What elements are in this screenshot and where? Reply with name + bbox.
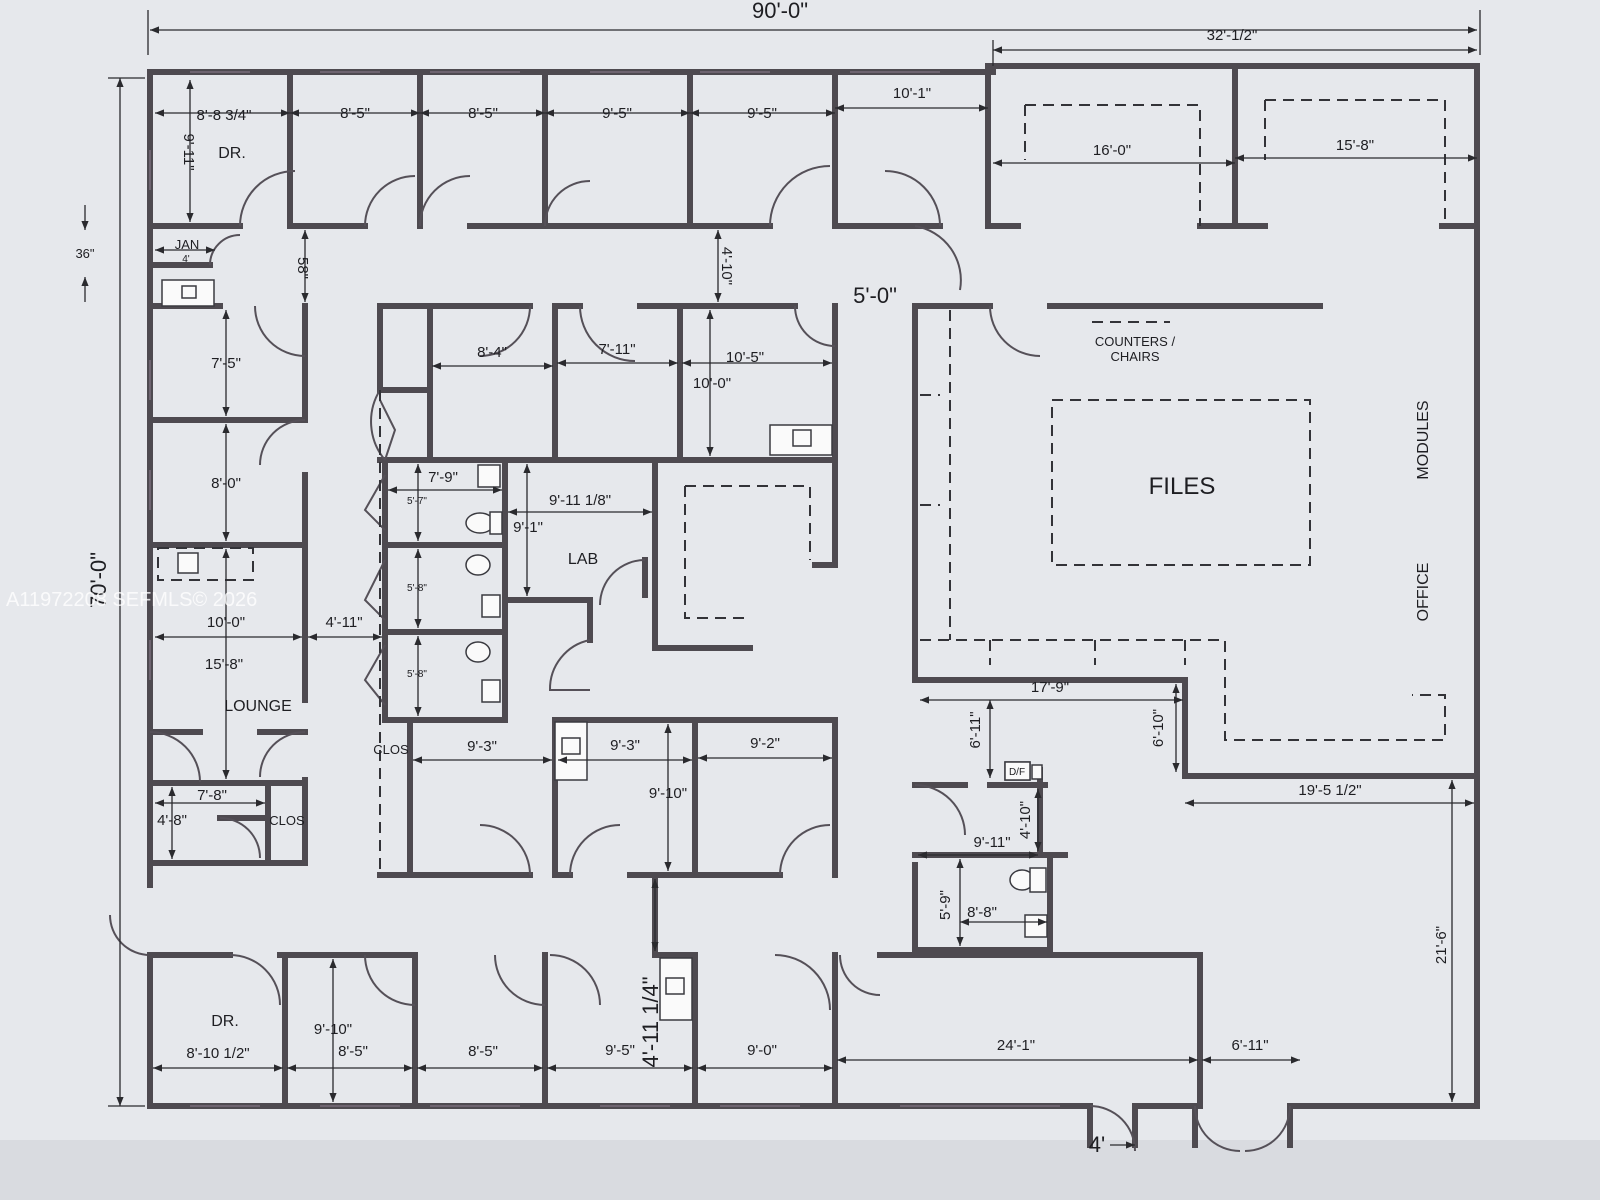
dim-bot-6: 24'-1" bbox=[997, 1037, 1035, 1054]
dim-small-d: 4'-8" bbox=[157, 812, 187, 829]
right-wing-dashed bbox=[920, 99, 1446, 741]
dim-corridor-58: 58" bbox=[294, 257, 311, 279]
left-column-doors bbox=[109, 305, 306, 956]
dim-top-1: 8'-8 3/4" bbox=[197, 107, 252, 124]
dim-bot-7: 6'-11" bbox=[1231, 1037, 1268, 1054]
dim-corridor-410: 4'-10" bbox=[718, 247, 735, 285]
right-wing-walls bbox=[912, 303, 1480, 953]
dim-lounge-d: 15'-8" bbox=[205, 656, 243, 673]
dim-right-a: 16'-0" bbox=[1093, 142, 1131, 159]
room-office: OFFICE bbox=[1415, 563, 1432, 622]
dim-low-depth: 9'-10" bbox=[649, 785, 687, 802]
dim-lab-w: 9'-11 1/8" bbox=[549, 492, 611, 509]
dim-r-179: 17'-9" bbox=[1031, 679, 1069, 696]
dim-r-611: 6'-11" bbox=[967, 711, 984, 748]
room-jan: JAN bbox=[175, 237, 200, 252]
room-dr-top: DR. bbox=[218, 145, 246, 162]
dim-low-1: 9'-3" bbox=[467, 738, 497, 755]
dim-room-75: 7'-5" bbox=[211, 355, 241, 372]
top-row-doors bbox=[209, 165, 941, 266]
dim-bot-4: 9'-5" bbox=[605, 1042, 635, 1059]
room-lab: LAB bbox=[568, 551, 598, 568]
dim-corridor-50: 5'-0" bbox=[853, 283, 897, 308]
room-df: D/F bbox=[1009, 767, 1025, 778]
dim-door-4: 4' bbox=[1089, 1132, 1105, 1157]
dim-top-5: 9'-5" bbox=[747, 105, 777, 122]
dim-r-59: 5'-9" bbox=[937, 890, 954, 920]
dim-r-216: 21'-6" bbox=[1433, 926, 1450, 964]
toilet-3 bbox=[465, 641, 501, 703]
dim-room-80: 8'-0" bbox=[211, 475, 241, 492]
dim-top-2: 8'-5" bbox=[340, 105, 370, 122]
right-wing-doors bbox=[914, 225, 1041, 836]
middle-block-doors bbox=[363, 305, 836, 876]
watermark: A11972208 SEFMLS© 2026 bbox=[6, 589, 257, 611]
room-labels: DR. JAN 4' LAB LOUNGE CLOS CLOS DR. FILE… bbox=[175, 145, 1432, 1030]
dim-bot-5: 9'-0" bbox=[747, 1042, 777, 1059]
toilet-2 bbox=[465, 554, 501, 618]
dim-mid-1: 8'-4" bbox=[477, 344, 507, 361]
dim-bot-corridor: 4'-11 1/4" bbox=[638, 976, 663, 1067]
sink-janitor bbox=[161, 279, 215, 307]
top-row-walls bbox=[147, 63, 1480, 268]
dim-lounge-w: 10'-0" bbox=[207, 614, 245, 631]
dim-rest-w: 7'-9" bbox=[428, 469, 458, 486]
dim-top-6: 10'-1" bbox=[893, 85, 931, 102]
paper-shadow bbox=[0, 1140, 1600, 1200]
dim-dr-depth: 9'-11" bbox=[180, 133, 197, 170]
dimension-labels: 90'-0" 32'-1/2" 70'-0" 36" 8'-8 3/4" 8'-… bbox=[75, 0, 1450, 1157]
sink-office bbox=[769, 424, 833, 456]
dim-bot-2: 8'-5" bbox=[338, 1043, 368, 1060]
df-box bbox=[1004, 761, 1031, 781]
dim-top-3: 8'-5" bbox=[468, 105, 498, 122]
dim-r-88: 8'-8" bbox=[967, 904, 997, 921]
dim-r-610: 6'-10" bbox=[1150, 709, 1167, 747]
dim-low-3: 9'-2" bbox=[750, 735, 780, 752]
dim-rest-2: 5'-8" bbox=[407, 583, 427, 594]
dim-top-4: 9'-5" bbox=[602, 105, 632, 122]
room-clos-2: CLOS bbox=[269, 813, 305, 828]
dim-r-911: 9'-11" bbox=[973, 834, 1010, 851]
room-chairs: CHAIRS bbox=[1110, 349, 1159, 364]
room-counters: COUNTERS / bbox=[1095, 334, 1176, 349]
dim-rest-3: 5'-8" bbox=[407, 669, 427, 680]
dim-low-2: 9'-3" bbox=[610, 737, 640, 754]
room-lounge: LOUNGE bbox=[224, 698, 292, 715]
sink-lower bbox=[554, 721, 588, 781]
middle-dashed-cabinet bbox=[379, 390, 811, 875]
dim-small-w: 7'-8" bbox=[197, 787, 227, 804]
room-jan-width: 4' bbox=[182, 254, 190, 265]
dim-corridor-411: 4'-11" bbox=[325, 614, 362, 631]
dim-r-195: 19'-5 1/2" bbox=[1298, 782, 1361, 799]
dim-window-36: 36" bbox=[75, 246, 94, 261]
dim-bot-1: 8'-10 1/2" bbox=[186, 1045, 249, 1062]
fixtures bbox=[157, 279, 1048, 1021]
dim-right-b: 15'-8" bbox=[1336, 137, 1374, 154]
room-dr-bottom: DR. bbox=[211, 1013, 239, 1030]
dim-mid-2: 7'-11" bbox=[598, 341, 635, 358]
dim-bot-3: 8'-5" bbox=[468, 1043, 498, 1060]
room-modules: MODULES bbox=[1415, 400, 1432, 479]
dim-overall-depth: 70'-0" bbox=[86, 552, 111, 608]
dim-overall-width: 90'-0" bbox=[752, 0, 808, 23]
dim-rest-1: 5'-7" bbox=[407, 496, 427, 507]
sink-corridor bbox=[659, 957, 693, 1021]
middle-block-walls bbox=[377, 303, 838, 878]
dim-lab-d: 9'-1" bbox=[513, 519, 543, 536]
room-clos-1: CLOS bbox=[373, 742, 409, 757]
bottom-row-walls bbox=[147, 872, 1203, 1109]
toilet-1 bbox=[465, 464, 503, 535]
dim-bot-dr-d: 9'-10" bbox=[314, 1021, 352, 1038]
dim-r-410: 4'-10" bbox=[1017, 801, 1034, 839]
dim-right-section: 32'-1/2" bbox=[1207, 27, 1258, 44]
dim-mid-3: 10'-5" bbox=[726, 349, 764, 366]
dim-mid-3-depth: 10'-0" bbox=[693, 375, 731, 392]
dimension-lines bbox=[81, 10, 1481, 1149]
sink-counter-left bbox=[157, 547, 254, 581]
room-files: FILES bbox=[1149, 473, 1216, 500]
